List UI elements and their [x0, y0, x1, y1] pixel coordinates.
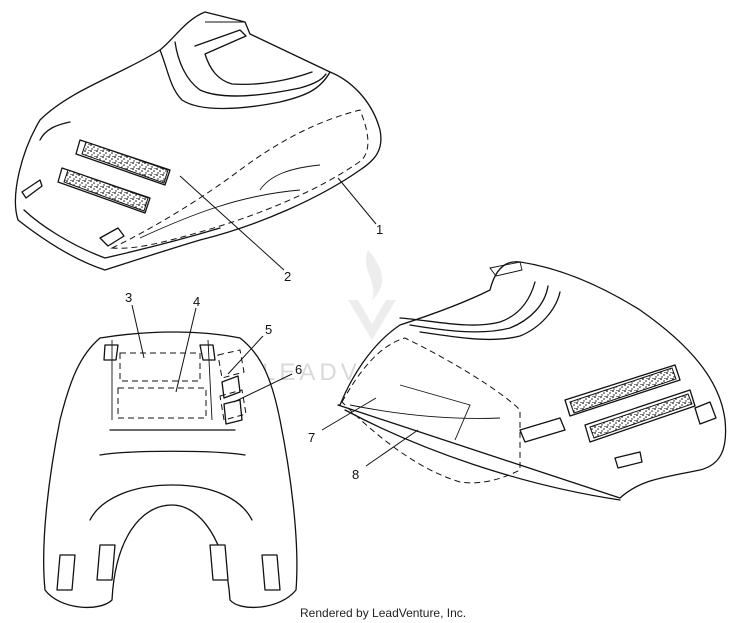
render-credit: Rendered by LeadVenture, Inc.	[300, 606, 467, 620]
hood-front-view	[43, 331, 298, 609]
callout-1: 1	[337, 177, 383, 237]
callout-8: 8	[352, 429, 419, 482]
svg-text:7: 7	[308, 430, 315, 445]
watermark-logo	[348, 250, 396, 340]
svg-text:3: 3	[125, 290, 132, 305]
hood-top-view	[14, 11, 382, 271]
svg-text:6: 6	[295, 362, 302, 377]
callout-3: 3	[125, 290, 145, 359]
svg-text:2: 2	[284, 269, 291, 284]
svg-text:1: 1	[376, 222, 383, 237]
callout-4: 4	[175, 294, 200, 393]
svg-text:8: 8	[352, 467, 359, 482]
hood-side-view	[337, 261, 727, 501]
callout-5: 5	[227, 322, 272, 375]
callout-6: 6	[233, 362, 302, 403]
callout-7: 7	[308, 397, 377, 445]
svg-text:4: 4	[193, 294, 200, 309]
callout-2: 2	[179, 175, 291, 284]
svg-text:5: 5	[265, 322, 272, 337]
